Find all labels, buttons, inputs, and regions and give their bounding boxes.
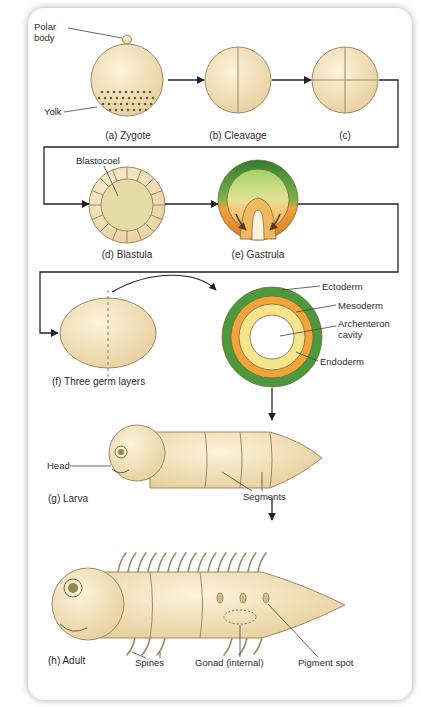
four-cell-drawing (312, 47, 378, 113)
stage-figure: (h) Adult (52, 520, 352, 650)
leader-line (68, 28, 122, 38)
part-label: Polar body (34, 21, 68, 43)
part-label: Segments (243, 491, 303, 502)
part-label: Gonad (internal) (195, 657, 285, 668)
stage-caption: (b) Cleavage (209, 130, 266, 142)
stage-caption: (a) Zygote (105, 130, 151, 142)
stage-figure: (a) Zygote (88, 42, 168, 144)
stage-arrow (40, 204, 398, 333)
stage-arrow (44, 80, 398, 204)
stage-arrow (168, 79, 204, 80)
yolk-dots (98, 91, 155, 112)
polar-body (123, 35, 132, 44)
stage-figure: (b) Cleavage (204, 45, 272, 144)
cut-line (108, 290, 109, 378)
stage-figure: (e) Gastrula (218, 160, 298, 263)
leader-lines (70, 466, 262, 491)
movement-arrow (236, 214, 246, 230)
stage-caption: (c) (339, 130, 351, 142)
cross-section (222, 287, 322, 387)
part-label: Archenteron cavity (338, 318, 402, 340)
blastula-drawing (89, 167, 165, 243)
stage-figure: (d) Blastula (89, 165, 165, 263)
stage-arrow (272, 79, 311, 80)
stage-arrow (165, 203, 218, 204)
part-label: Head (47, 460, 87, 471)
stage-caption: (e) Gastrula (232, 249, 285, 261)
part-label: Mesoderm (338, 300, 398, 311)
zygote-drawing (91, 35, 163, 116)
part-label: Yolk (44, 106, 74, 117)
adult-drawing (52, 568, 345, 640)
leader-line (64, 107, 97, 112)
gastrula-drawing (218, 160, 298, 240)
part-label: Pigment spot (298, 657, 368, 668)
stage-caption: (h) Adult (48, 655, 85, 667)
stage-caption: (d) Blastula (102, 249, 153, 261)
part-label: Ectoderm (322, 281, 382, 292)
stage-figure: (f) Three germ layers (58, 288, 358, 388)
movement-arrow (270, 214, 280, 230)
stage-figure: (c) (311, 45, 379, 144)
leader-line (104, 166, 118, 196)
leader-lines (280, 286, 336, 361)
stage-arrow (271, 388, 272, 420)
stage-caption: (f) Three germ layers (52, 376, 145, 388)
stage-figure: (g) Larva (110, 420, 325, 498)
part-label: Spines (135, 657, 185, 668)
zygote-cell (91, 44, 163, 116)
leader-lines (132, 604, 318, 658)
part-label: Endoderm (320, 356, 380, 367)
two-cell-drawing (205, 47, 271, 113)
curved-arrow (112, 275, 216, 292)
stage-caption: (g) Larva (48, 493, 88, 505)
larva-drawing (109, 425, 322, 488)
part-label: Blastocoel (76, 155, 136, 166)
